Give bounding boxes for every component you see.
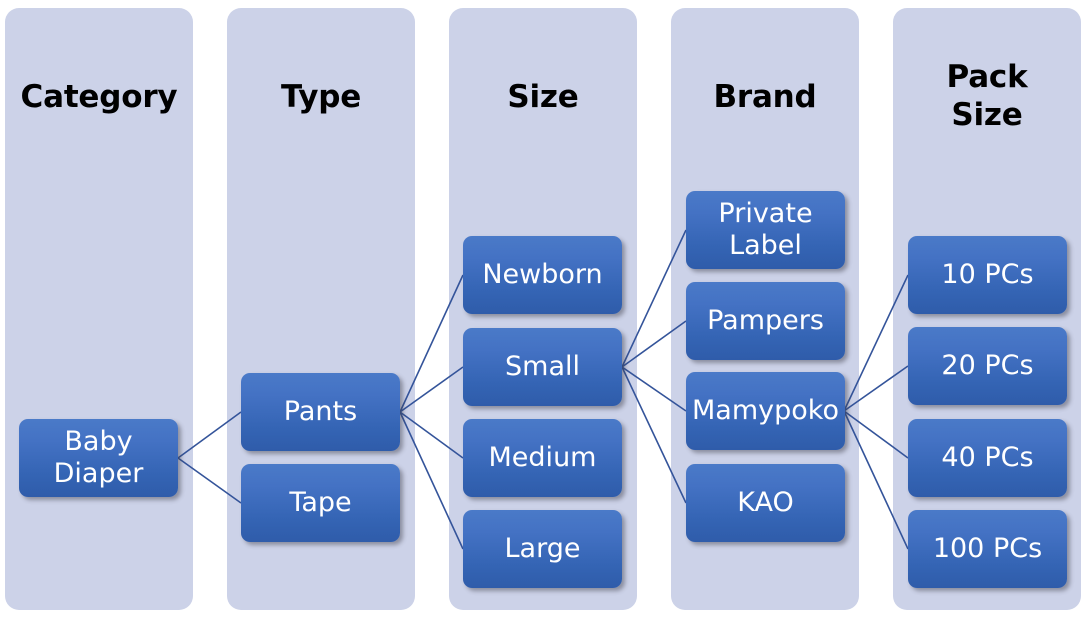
panel-category (5, 8, 193, 610)
node-pampers[interactable]: Pampers (686, 282, 845, 360)
column-header-brand: Brand (713, 79, 817, 115)
column-header-category: Category (20, 79, 178, 115)
node-newborn[interactable]: Newborn (463, 236, 622, 314)
column-header-pack-size: Pack Size (946, 59, 1028, 133)
node-mamypoko[interactable]: Mamypoko (686, 372, 845, 450)
node-baby-diaper[interactable]: Baby Diaper (19, 419, 178, 497)
node-pants[interactable]: Pants (241, 373, 400, 451)
node-20-pcs[interactable]: 20 PCs (908, 327, 1067, 405)
node-private-label[interactable]: Private Label (686, 191, 845, 269)
node-100-pcs[interactable]: 100 PCs (908, 510, 1067, 588)
node-40-pcs[interactable]: 40 PCs (908, 419, 1067, 497)
node-tape[interactable]: Tape (241, 464, 400, 542)
node-small[interactable]: Small (463, 328, 622, 406)
node-large[interactable]: Large (463, 510, 622, 588)
node-10-pcs[interactable]: 10 PCs (908, 236, 1067, 314)
node-medium[interactable]: Medium (463, 419, 622, 497)
node-kao[interactable]: KAO (686, 464, 845, 542)
column-header-size: Size (507, 79, 579, 115)
column-header-type: Type (280, 79, 362, 115)
